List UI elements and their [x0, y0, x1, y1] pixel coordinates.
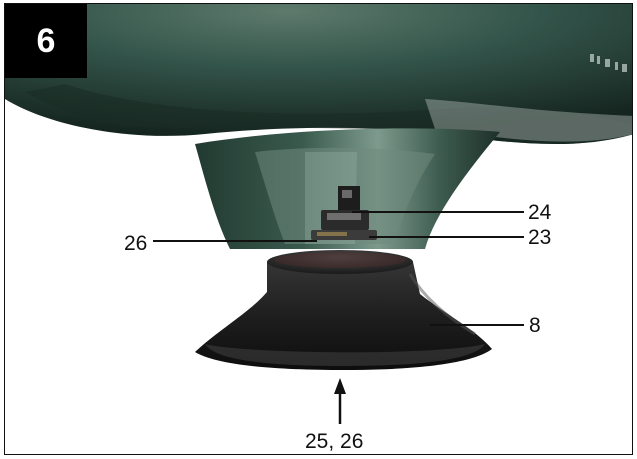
figure-number-badge: 6 [5, 4, 87, 78]
arrow-head [334, 378, 346, 394]
callout-25-26: 25, 26 [305, 430, 364, 453]
product-photo [5, 4, 632, 424]
rubber-foot [195, 251, 492, 370]
callout-8: 8 [529, 314, 541, 337]
figure-number: 6 [36, 21, 56, 60]
rubber-foot-top [267, 250, 413, 274]
figure-frame: 6 24 23 26 8 25, 26 [4, 3, 633, 455]
callout-26-left: 26 [124, 232, 148, 255]
callout-23: 23 [528, 226, 552, 249]
callout-24: 24 [528, 201, 552, 224]
